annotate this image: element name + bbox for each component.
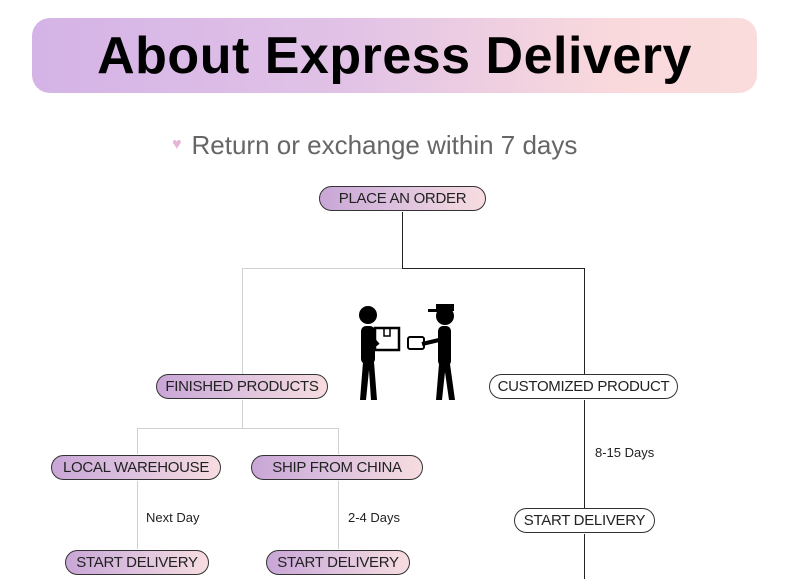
- subtitle-text: Return or exchange within 7 days: [191, 129, 578, 160]
- connector: [402, 268, 585, 270]
- next-day-label: Next Day: [146, 510, 200, 525]
- ship-from-china-node: SHIP FROM CHINA: [251, 455, 423, 480]
- connector: [242, 400, 243, 428]
- connector: [242, 268, 403, 269]
- start-delivery-china-node: START DELIVERY: [266, 550, 410, 575]
- two-four-days-label: 2-4 Days: [348, 510, 401, 525]
- heart-icon: ♥: [172, 136, 182, 153]
- place-order-node: PLACE AN ORDER: [319, 186, 486, 211]
- connector: [137, 428, 339, 429]
- page-title: About Express Delivery: [97, 26, 692, 85]
- connector: [338, 428, 339, 454]
- start-delivery-local-node: START DELIVERY: [65, 550, 209, 575]
- customized-product-node: CUSTOMIZED PRODUCT: [489, 374, 678, 399]
- connector: [584, 534, 586, 579]
- connector: [402, 212, 404, 269]
- connector: [242, 268, 243, 374]
- delivery-handoff-illustration: [338, 290, 478, 415]
- finished-products-node: FINISHED PRODUCTS: [156, 374, 328, 399]
- eight-fifteen-days-label: 8-15 Days: [595, 445, 655, 460]
- connector: [584, 400, 586, 508]
- subtitle: ♥ Return or exchange within 7 days: [172, 128, 577, 162]
- local-warehouse-node: LOCAL WAREHOUSE: [51, 455, 221, 480]
- connector: [584, 268, 586, 374]
- connector: [137, 428, 138, 454]
- connector: [338, 481, 339, 549]
- connector: [137, 481, 138, 549]
- start-delivery-custom-node: START DELIVERY: [514, 508, 655, 533]
- courier-handoff-icon: [359, 304, 455, 400]
- title-banner: About Express Delivery: [32, 18, 757, 93]
